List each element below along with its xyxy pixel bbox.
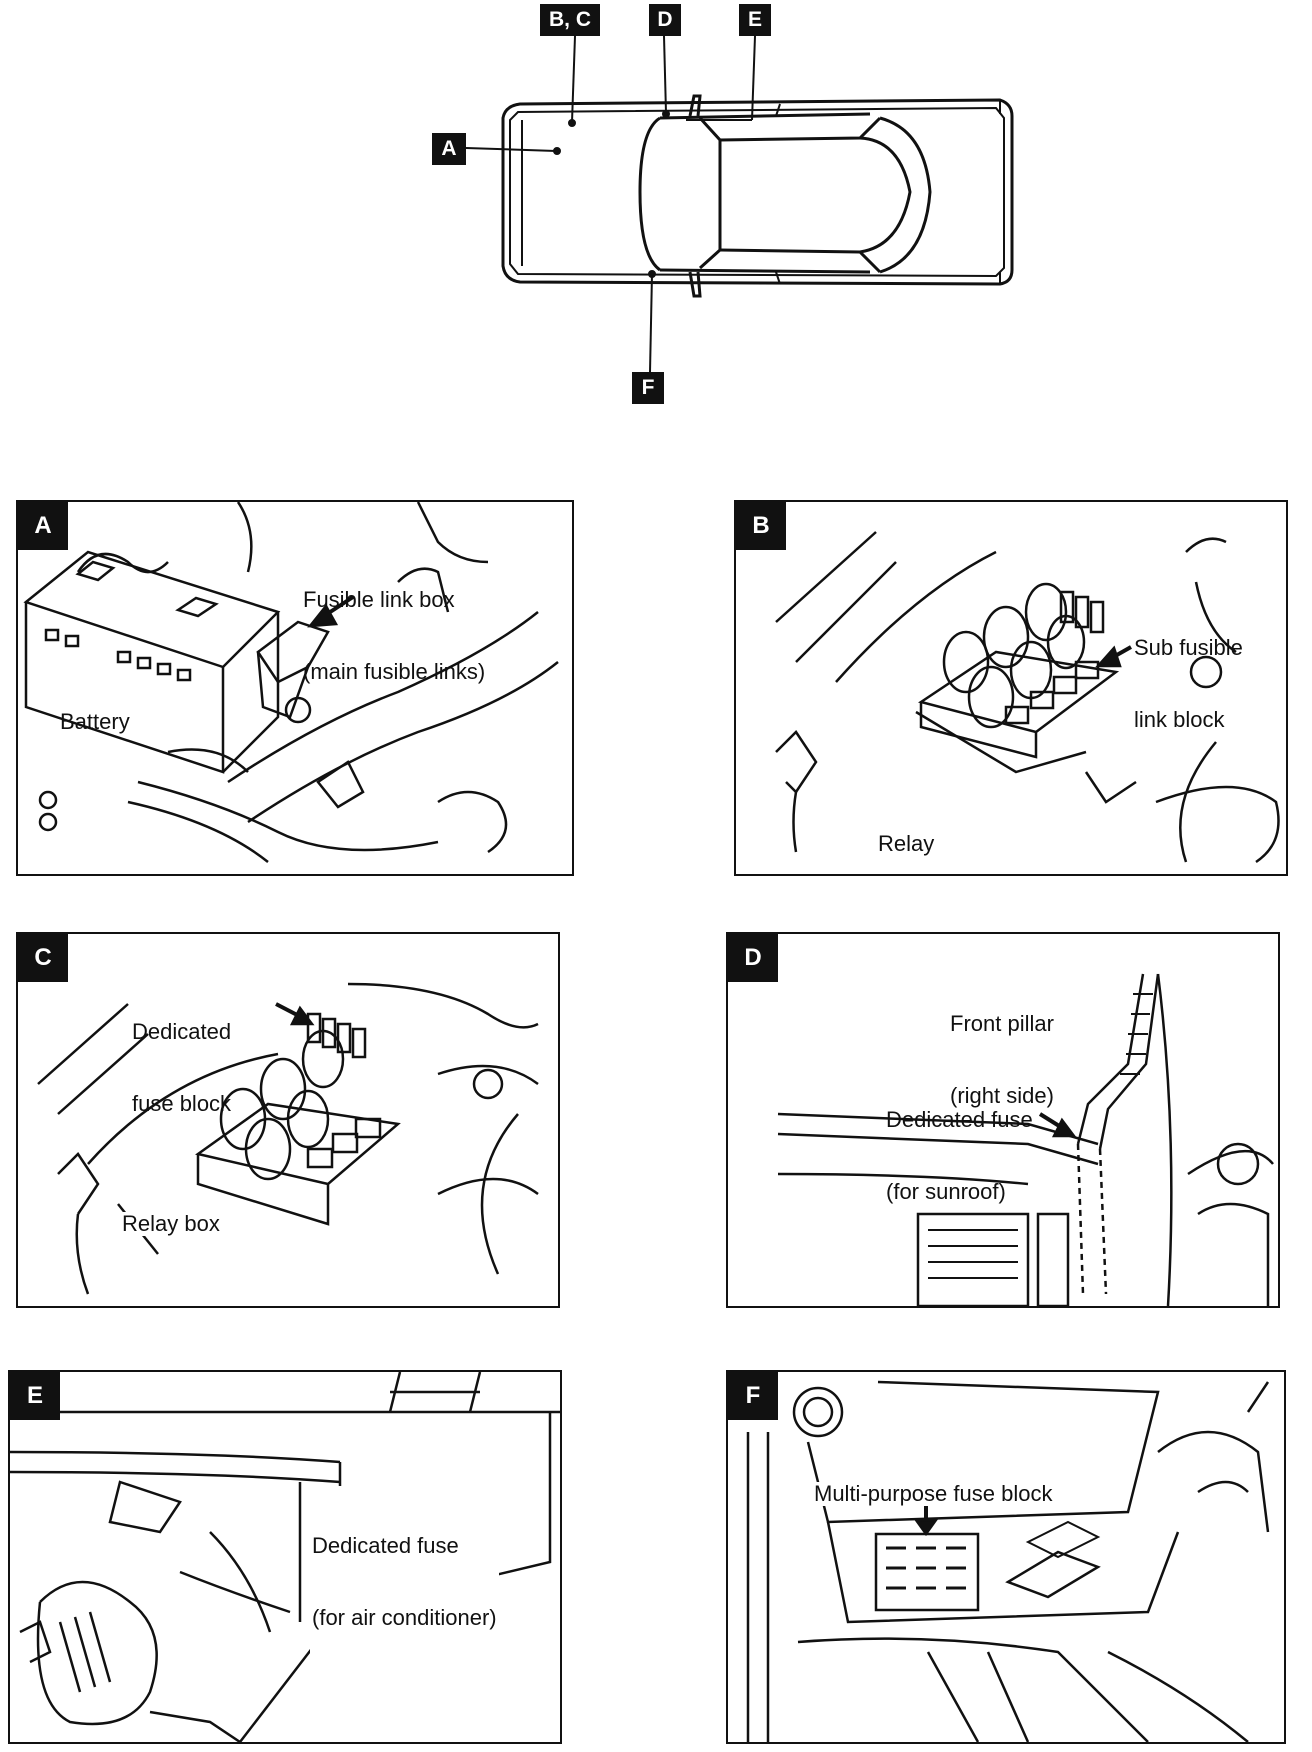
location-tag-a: A — [432, 133, 466, 165]
panel-c-dedicated-fuse-block: C Dedicated fuse block Relay box — [16, 932, 560, 1308]
location-tag-e: E — [739, 4, 771, 36]
vehicle-top-view — [465, 35, 1014, 373]
battery-label: Battery — [60, 709, 130, 734]
sunroof-fuse-label: Dedicated fuse (for sunroof) — [886, 1107, 1033, 1204]
panel-c-illustration — [37, 982, 539, 1295]
relay-box-label-c: Relay box — [120, 1211, 222, 1236]
panel-a-engine-bay-battery: A Fusible link box (main fusible links) … — [16, 500, 574, 876]
relay-box-label-b: Relay box — [878, 831, 935, 856]
panel-b-illustration — [775, 531, 1280, 864]
fusible-link-box-label: Fusible link box (main fusible links) — [303, 587, 486, 684]
ac-fuse-label: Dedicated fuse (for air conditioner) — [310, 1486, 499, 1678]
panel-f-multipurpose-fuse-block: F Multi-purpose fuse block — [726, 1370, 1286, 1744]
panel-a-illustration — [23, 502, 559, 863]
sub-fusible-link-block-label: Sub fusible link block — [1134, 635, 1243, 732]
vehicle-overview: A B, C D E F — [0, 0, 1312, 420]
panel-f-illustration — [746, 1380, 1270, 1742]
location-tag-d: D — [649, 4, 681, 36]
panel-c-tag: C — [18, 934, 68, 982]
panel-d-sunroof-fuse: D Front pillar (right side) Dedicated fu… — [726, 932, 1280, 1308]
panel-e-ac-fuse: E Dedicated fuse (for air conditioner) — [8, 1370, 562, 1744]
panel-f-tag: F — [728, 1372, 778, 1420]
panel-e-tag: E — [10, 1372, 60, 1420]
dedicated-fuse-block-label: Dedicated fuse block — [132, 1019, 232, 1116]
multipurpose-fuse-block-label: Multi-purpose fuse block — [812, 1481, 1055, 1506]
panel-d-tag: D — [728, 934, 778, 982]
front-pillar-label: Front pillar (right side) — [950, 1011, 1054, 1108]
panel-a-tag: A — [18, 502, 68, 550]
panel-b-tag: B — [736, 502, 786, 550]
panel-b-relay-box: B Sub fusible link block Relay box — [734, 500, 1288, 876]
location-tag-f: F — [632, 372, 664, 404]
panel-d-illustration — [777, 973, 1274, 1306]
location-tag-bc: B, C — [540, 4, 600, 36]
